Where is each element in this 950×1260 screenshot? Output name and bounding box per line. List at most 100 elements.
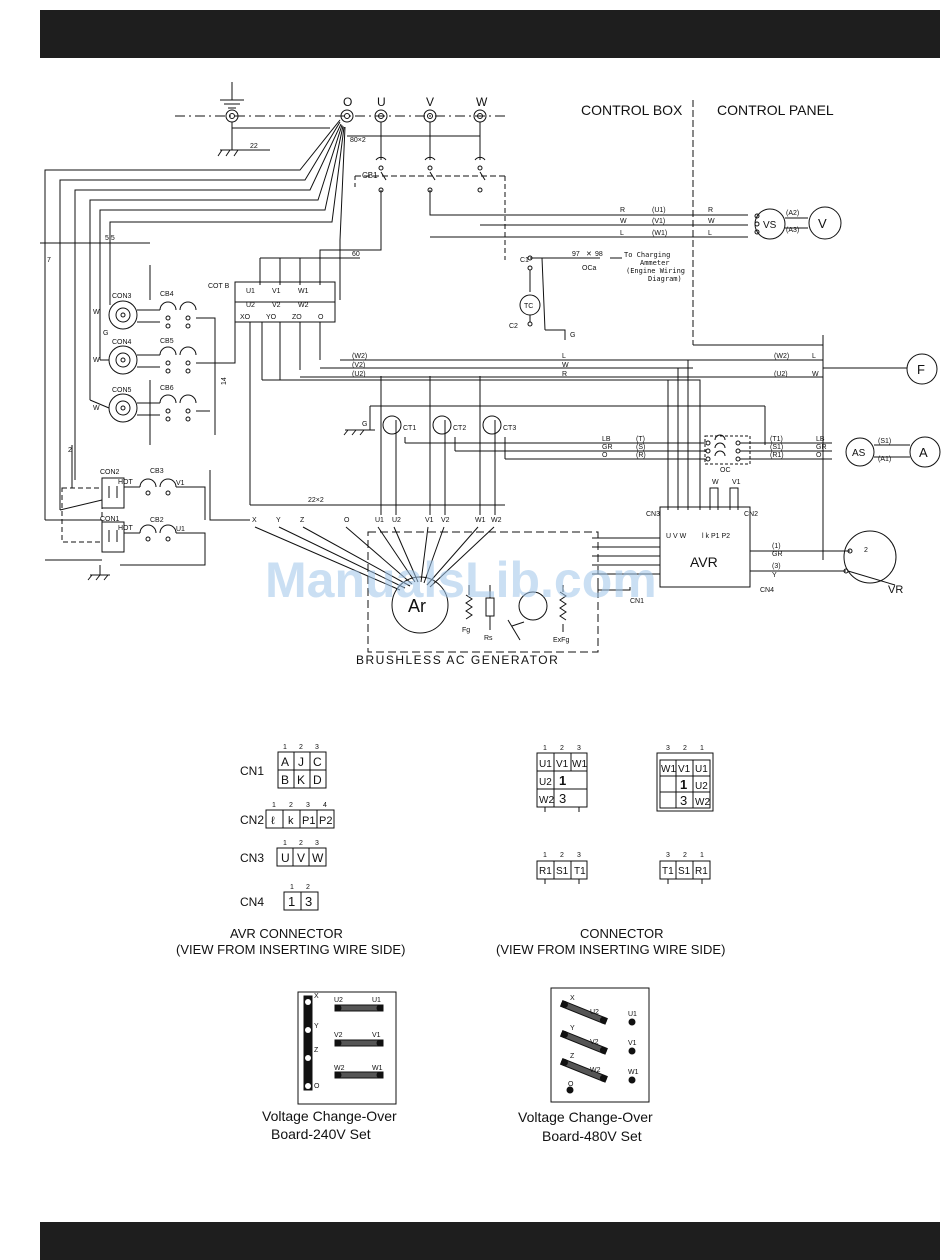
charging-note-4: Diagram) [648,275,682,283]
charging-note-3: (Engine Wiring [626,267,685,275]
tc-label: TC [524,303,533,310]
connector-caption-1: CONNECTOR [580,926,664,941]
svg-text:O: O [816,452,822,459]
svg-text:W1: W1 [475,517,486,524]
svg-text:W2: W2 [334,1065,345,1072]
svg-text:1: 1 [283,744,287,751]
svg-text:3: 3 [666,745,670,752]
ammeter [909,436,941,468]
avr-cn1-grid [277,751,327,789]
cot-label: COT B [208,283,230,290]
avr-label: AVR [690,554,718,570]
svg-text:O: O [568,1081,574,1088]
cb3-breaker [139,478,177,496]
svg-text:U1: U1 [372,997,381,1004]
svg-text:2: 2 [299,840,303,847]
avr-cn2: CN2 [744,511,758,518]
svg-text:V1: V1 [628,1040,637,1047]
avr-out-1: (1) [772,543,781,550]
svg-text:L: L [620,230,624,237]
dim-2: 2 [68,447,72,454]
svg-text:W: W [708,218,715,225]
avr-w-label: W [712,479,719,486]
svg-text:Y: Y [570,1025,575,1032]
board-o: O [318,314,324,321]
frequency-meter-label: F [917,362,925,377]
dim-80x2: 80×2 [350,137,366,144]
svg-text:(W2): (W2) [774,353,789,360]
svg-text:W1: W1 [628,1069,639,1076]
ground-symbol-con1 [87,574,110,581]
ct3-label: CT3 [503,425,516,432]
bus-lines [262,214,823,510]
ct1-label: CT1 [403,425,416,432]
c1-label: C1 [520,257,529,264]
connector-right3-grid [659,860,711,884]
generator-leads [209,376,496,591]
svg-text:2: 2 [299,744,303,751]
voltmeter-switch [754,208,786,240]
rectifier-rs [485,585,495,630]
con4-receptacle [108,345,160,375]
svg-text:3: 3 [577,852,581,859]
svg-text:3: 3 [315,744,319,751]
con3-g: G [103,330,108,337]
charging-circuit [519,255,622,340]
svg-text:U2: U2 [590,1009,599,1016]
svg-text:1: 1 [559,773,566,788]
svg-text:V2: V2 [441,517,450,524]
svg-text:A: A [281,755,289,769]
terminal-label-w: W [476,95,488,109]
ammeter-label: A [919,445,928,460]
svg-text:2: 2 [306,884,310,891]
svg-text:(W1): (W1) [652,230,667,237]
svg-text:(S): (S) [636,444,645,451]
svg-text:4: 4 [323,802,327,809]
svg-text:S1: S1 [678,866,691,877]
c2-label: C2 [509,323,518,330]
svg-text:W2: W2 [695,797,710,808]
svg-text:O: O [602,452,608,459]
svg-text:R: R [562,371,567,378]
vs-label: VS [763,220,777,231]
svg-text:Z: Z [570,1053,575,1060]
svg-text:D: D [313,773,322,787]
ct-bus [369,405,766,460]
board-240v-contents [303,995,384,1091]
board-240v-caption-2: Board-240V Set [271,1126,371,1142]
svg-text:V2: V2 [334,1032,343,1039]
cb4-breaker [159,301,197,329]
voltmeter-label: V [818,216,827,231]
svg-text:3: 3 [680,793,687,808]
con2-hot: HOT [118,479,134,486]
avr-output [750,550,850,572]
svg-text:LB: LB [816,436,825,443]
a3-label: (A3) [786,227,799,234]
cb1-label: CB1 [362,171,378,180]
ground-symbol-top [220,82,244,109]
avr-cn2-grid [265,809,335,829]
svg-text:2: 2 [683,745,687,752]
dim-60: 60 [352,251,360,258]
top-header-bar [40,10,940,58]
bottom-footer-bar [40,1222,940,1260]
con5-label: CON5 [112,387,132,394]
svg-text:W: W [620,218,627,225]
svg-text:(V2): (V2) [352,362,365,369]
svg-text:T1: T1 [662,866,674,877]
cb2-breaker [139,524,177,542]
svg-text:(S1): (S1) [770,444,783,451]
dim-22x2: 22×2 [308,497,324,504]
svg-text:3: 3 [315,840,319,847]
svg-text:1: 1 [543,745,547,752]
as-label: AS [852,448,866,459]
connector-left3-grid [536,860,588,884]
board-480v-caption-1: Voltage Change-Over [518,1109,653,1125]
svg-text:1: 1 [272,802,276,809]
ct2-transformer [432,415,452,435]
svg-text:(R1): (R1) [770,452,784,459]
